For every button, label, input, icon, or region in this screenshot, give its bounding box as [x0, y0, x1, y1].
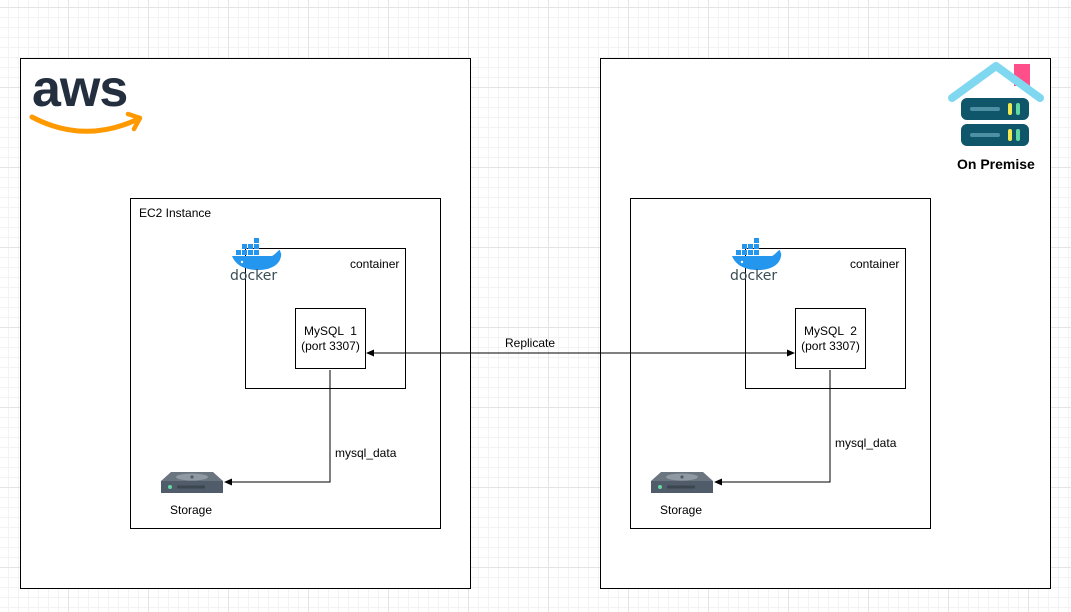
mysql-1-port: (port 3307) [301, 338, 360, 353]
aws-logo-icon: aws [28, 60, 146, 140]
volume-label-2: mysql_data [835, 436, 897, 450]
ec2-instance-label: EC2 Instance [139, 206, 212, 220]
svg-text:docker: docker [230, 268, 277, 282]
container-label-2: container [850, 257, 900, 271]
replicate-label: Replicate [505, 336, 556, 350]
on-premise-server-icon [946, 60, 1044, 152]
docker-icon: docker [728, 238, 784, 284]
svg-text:docker: docker [730, 268, 777, 282]
mysql-2-port: (port 3307) [801, 338, 860, 353]
storage-label-1: Storage [170, 503, 213, 517]
aws-logo-text: aws [32, 62, 127, 118]
mysql-2-name: MySQL 2 [804, 323, 857, 338]
container-label-1: container [350, 257, 400, 271]
volume-label-1: mysql_data [335, 446, 397, 460]
storage-label-2: Storage [660, 503, 703, 517]
on-premise-title: On Premise [957, 156, 1035, 172]
storage-drive-icon [649, 470, 715, 496]
mysql-2-node[interactable]: MySQL 2 (port 3307) [795, 308, 866, 369]
docker-icon: docker [228, 238, 284, 284]
storage-drive-icon [159, 470, 225, 496]
mysql-1-name: MySQL 1 [304, 323, 357, 338]
mysql-1-node[interactable]: MySQL 1 (port 3307) [295, 308, 366, 369]
